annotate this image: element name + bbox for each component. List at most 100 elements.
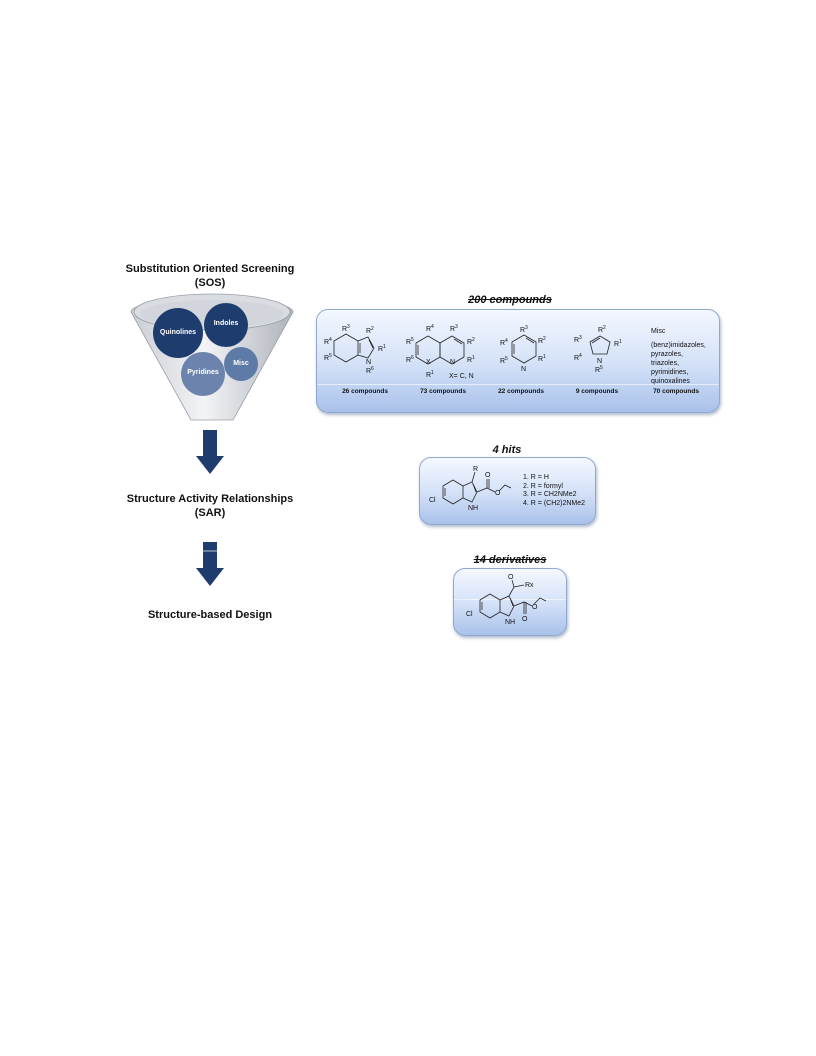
count-pyrroles: 9 compounds [575,388,619,395]
svg-text:3: 3 [579,335,582,341]
svg-text:R: R [500,358,505,365]
svg-text:6: 6 [411,355,414,361]
hits-box [419,457,596,525]
misc-list: (benz)imidazoles, pyrazoles, triazoles, … [651,342,706,385]
down-arrow-1 [196,430,224,474]
svg-text:2: 2 [603,325,606,331]
count-quinolines: 73 compounds [420,388,466,395]
svg-text:6: 6 [371,366,374,372]
svg-text:2: 2 [371,326,374,332]
svg-text:R: R [595,367,600,374]
hit-item-3: 3. R = CH2NMe2 [523,491,577,498]
derivatives-box [453,568,567,636]
svg-text:1: 1 [383,344,386,350]
funnel-label-pyridines: Pyridines [187,369,219,376]
funnel-label-misc: Misc [233,360,249,367]
svg-text:R: R [500,340,505,347]
svg-text:R: R [426,326,431,333]
derivative-indole: O Rx O O NH Cl [466,574,547,626]
svg-text:R: R [342,326,347,333]
svg-text:1: 1 [543,354,546,360]
svg-text:5: 5 [329,353,332,359]
funnel-label-quinolines: Quinolines [159,329,197,336]
svg-text:R: R [538,338,543,345]
svg-text:3: 3 [347,324,350,330]
svg-text:R: R [366,368,371,375]
screening-funnel [130,293,294,421]
svg-text:O: O [532,604,538,611]
sar-title: Structure Activity Relationships (SAR) [126,493,294,519]
svg-text:R: R [574,355,579,362]
svg-text:O: O [508,574,514,581]
svg-text:R: R [406,357,411,364]
svg-text:N: N [597,358,602,365]
svg-text:3: 3 [455,324,458,330]
indoles-circle [204,303,248,347]
svg-text:R: R [450,326,455,333]
svg-text:5: 5 [411,337,414,343]
hit-item-4: 4. R = (CH2)2NMe2 [523,499,586,507]
compounds-box [316,309,720,413]
misc-label: Misc [651,328,666,335]
compounds-box-title: 200 compounds [468,294,552,306]
pyridines-circle [181,352,225,396]
svg-text:3: 3 [525,325,528,331]
svg-text:R: R [324,339,329,346]
hits-list: 1. R = H 2. R = formyl 3. R = CH2NMe2 4.… [523,474,585,508]
svg-text:R: R [614,341,619,348]
misc-circle [224,347,258,381]
hit-item-2: 2. R = formyl [523,482,563,490]
funnel-label-indoles: Indoles [213,320,239,327]
svg-text:R: R [538,356,543,363]
svg-text:O: O [522,616,528,623]
hit-indole-ester: R O O NH Cl [429,466,512,512]
svg-text:4: 4 [431,324,434,330]
svg-text:R: R [467,339,472,346]
svg-text:Cl: Cl [429,497,436,504]
svg-text:N: N [521,366,526,373]
svg-text:R: R [598,327,603,334]
quinolines-circle [153,308,203,358]
svg-text:R: R [574,337,579,344]
sos-title: Substitution Oriented Screening (SOS) [125,263,295,289]
hits-box-title: 4 hits [492,444,522,456]
svg-text:5: 5 [505,356,508,362]
svg-text:N: N [450,359,455,366]
svg-text:4: 4 [329,337,332,343]
svg-text:4: 4 [505,338,508,344]
svg-text:O: O [485,472,491,479]
down-arrow-2 [196,542,224,586]
svg-text:R: R [467,357,472,364]
svg-text:5: 5 [600,365,603,371]
svg-text:NH: NH [505,619,515,626]
svg-text:Rx: Rx [525,582,534,589]
svg-text:N: N [366,359,371,366]
svg-text:O: O [495,490,501,497]
svg-text:R: R [520,327,525,334]
svg-text:R: R [426,372,431,379]
svg-text:R: R [473,466,478,473]
design-title: Structure-based Design [147,609,273,621]
hit-item-1: 1. R = H [523,474,549,481]
svg-text:1: 1 [431,370,434,376]
svg-text:1: 1 [472,355,475,361]
svg-text:2: 2 [472,337,475,343]
svg-text:NH: NH [468,505,478,512]
svg-text:R: R [378,346,383,353]
svg-text:R: R [324,355,329,362]
svg-text:1: 1 [619,339,622,345]
svg-text:4: 4 [579,353,582,359]
svg-text:Cl: Cl [466,611,473,618]
count-indoles: 26 compounds [342,388,388,395]
count-misc: 70 compounds [653,388,699,395]
svg-text:R: R [366,328,371,335]
x-note: X= C, N [449,373,474,380]
svg-text:X: X [426,359,431,366]
derivatives-box-title: 14 derivatives [473,554,547,566]
svg-text:R: R [406,339,411,346]
count-pyridines: 22 compounds [498,388,544,395]
